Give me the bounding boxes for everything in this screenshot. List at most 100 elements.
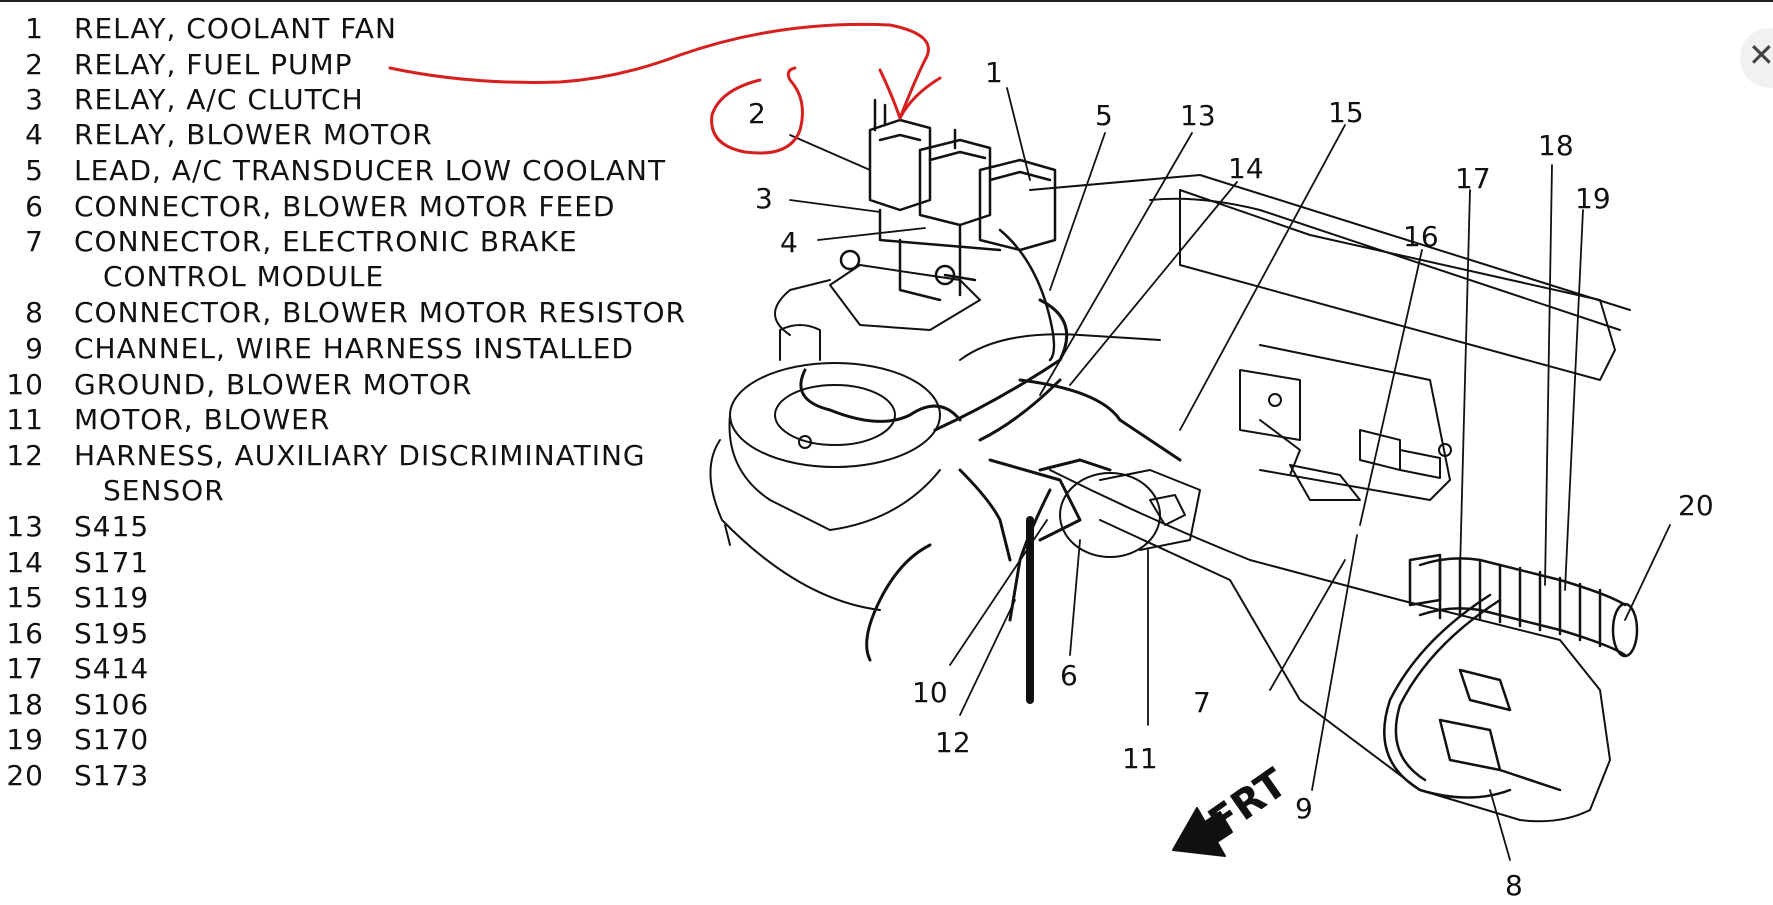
legend-item: 3 RELAY, A/C CLUTCH: [0, 81, 364, 117]
legend-label: CONNECTOR, BLOWER MOTOR FEED: [74, 189, 616, 223]
strut-tower: [728, 264, 981, 531]
legend-label: RELAY, BLOWER MOTOR: [74, 117, 433, 151]
legend-item: 1 RELAY, COOLANT FAN: [0, 10, 397, 46]
legend-label: S170: [74, 722, 150, 756]
legend-label: LEAD, A/C TRANSDUCER LOW COOLANT: [74, 153, 667, 187]
legend-number: 1: [25, 11, 44, 45]
legend-label-continued: CONTROL MODULE: [103, 260, 385, 293]
legend-item: 6 CONNECTOR, BLOWER MOTOR FEED: [0, 188, 615, 224]
annotation-arrowhead: [878, 68, 942, 120]
legend-item: 14 S171: [0, 544, 149, 580]
wire-harness: [799, 298, 1182, 704]
legend-item: 20 S173: [0, 757, 149, 793]
legend-number: 3: [25, 82, 44, 116]
legend-item: 10 GROUND, BLOWER MOTOR: [0, 366, 472, 402]
legend-item: 15 S119: [0, 579, 149, 615]
blower-motor: [1059, 469, 1201, 558]
legend-number: 14: [6, 545, 44, 579]
legend-number: 15: [6, 580, 44, 614]
legend-item: 16 S195: [0, 615, 149, 651]
legend-label: S415: [74, 509, 150, 543]
legend-item: 11 MOTOR, BLOWER: [0, 401, 330, 437]
callout-17: 17: [1455, 162, 1491, 195]
close-icon: ✕: [1748, 36, 1773, 74]
legend-label-continued: SENSOR: [103, 474, 225, 507]
callout-12: 12: [935, 726, 971, 759]
brake-module-connector: [1239, 369, 1452, 501]
legend-item: 7 CONNECTOR, ELECTRONIC BRAKE: [0, 223, 578, 259]
legend-label: RELAY, FUEL PUMP: [74, 47, 353, 81]
legend-item: 2 RELAY, FUEL PUMP: [0, 46, 353, 82]
legend-number: 20: [6, 758, 44, 792]
callout-5: 5: [1095, 99, 1113, 132]
legend-number: 5: [25, 153, 44, 187]
front-arrow-icon: [1172, 807, 1233, 857]
callout-3: 3: [755, 182, 773, 215]
legend-label: CHANNEL, WIRE HARNESS INSTALLED: [74, 331, 634, 365]
callout-4: 4: [780, 226, 798, 259]
callout-19: 19: [1575, 182, 1611, 215]
callout-7: 7: [1193, 686, 1211, 719]
legend-label: HARNESS, AUXILIARY DISCRIMINATING: [74, 438, 646, 472]
legend-item: 13 S415: [0, 508, 149, 544]
legend-number: 4: [25, 117, 44, 151]
legend-label: S171: [74, 545, 150, 579]
legend-item: 17 S414: [0, 650, 149, 686]
legend-label: CONNECTOR, BLOWER MOTOR RESISTOR: [74, 295, 686, 329]
legend-number: 6: [25, 189, 44, 223]
top-border: [0, 0, 1773, 2]
callout-16: 16: [1403, 220, 1439, 253]
harness-channel: [1408, 553, 1639, 658]
blower-resistor-connector: [1383, 593, 1562, 799]
legend-number: 17: [6, 651, 44, 685]
callout-10: 10: [912, 676, 948, 709]
callout-20: 20: [1678, 489, 1714, 522]
callout-numbers: 1 2 3 4 5 6 7 8 9 10 11 12 13 14 15 16 1…: [748, 56, 1714, 902]
relay-center: [839, 98, 1057, 362]
legend-number: 18: [6, 687, 44, 721]
legend-item: 9 CHANNEL, WIRE HARNESS INSTALLED: [0, 330, 634, 366]
callout-14: 14: [1228, 152, 1264, 185]
legend-number: 16: [6, 616, 44, 650]
callout-1: 1: [985, 56, 1003, 89]
callout-6: 6: [1060, 659, 1078, 692]
legend-label: RELAY, A/C CLUTCH: [74, 82, 364, 116]
legend-number: 11: [6, 402, 44, 436]
callout-11: 11: [1122, 742, 1158, 775]
legend-label: RELAY, COOLANT FAN: [74, 11, 397, 45]
legend-label: S173: [74, 758, 150, 792]
legend-item: 4 RELAY, BLOWER MOTOR: [0, 116, 433, 152]
legend-number: 7: [25, 224, 44, 258]
legend-label: MOTOR, BLOWER: [74, 402, 331, 436]
annotation-circle: [710, 66, 804, 155]
legend-number: 12: [6, 438, 44, 472]
callout-18: 18: [1538, 129, 1574, 162]
annotation-arrow-line: [388, 22, 930, 120]
legend-label: S106: [74, 687, 150, 721]
legend-number: 9: [25, 331, 44, 365]
legend-label: GROUND, BLOWER MOTOR: [74, 367, 473, 401]
legend-label: CONNECTOR, ELECTRONIC BRAKE: [74, 224, 578, 258]
legend-number: 10: [6, 367, 44, 401]
legend-item: 8 CONNECTOR, BLOWER MOTOR RESISTOR: [0, 294, 686, 330]
legend-label: S414: [74, 651, 150, 685]
legend-label: S119: [74, 580, 150, 614]
callout-8: 8: [1505, 869, 1523, 902]
legend-number: 13: [6, 509, 44, 543]
legend-item: 19 S170: [0, 721, 149, 757]
red-annotation: [388, 22, 942, 155]
callout-2: 2: [748, 97, 766, 130]
callout-9: 9: [1295, 792, 1313, 825]
callout-15: 15: [1328, 96, 1364, 129]
legend-number: 19: [6, 722, 44, 756]
close-button[interactable]: ✕: [1740, 28, 1773, 88]
callout-leaders: [789, 87, 1671, 861]
legend-number: 2: [25, 47, 44, 81]
legend-item: 5 LEAD, A/C TRANSDUCER LOW COOLANT: [0, 152, 666, 188]
callout-13: 13: [1180, 99, 1216, 132]
legend-item: 18 S106: [0, 686, 149, 722]
legend-number: 8: [25, 295, 44, 329]
legend-item: 12 HARNESS, AUXILIARY DISCRIMINATING: [0, 437, 646, 473]
legend-label: S195: [74, 616, 150, 650]
